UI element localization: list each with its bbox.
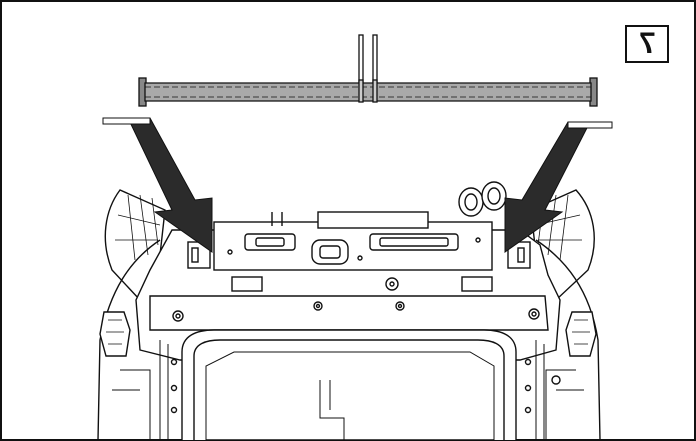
bumper-beam-part xyxy=(138,34,598,107)
installation-arrow-right xyxy=(504,121,613,253)
step-number-box: 7 xyxy=(625,25,669,63)
installation-arrow-left xyxy=(102,117,213,253)
step-number: 7 xyxy=(638,27,656,60)
vehicle-rear-underside xyxy=(97,181,601,441)
